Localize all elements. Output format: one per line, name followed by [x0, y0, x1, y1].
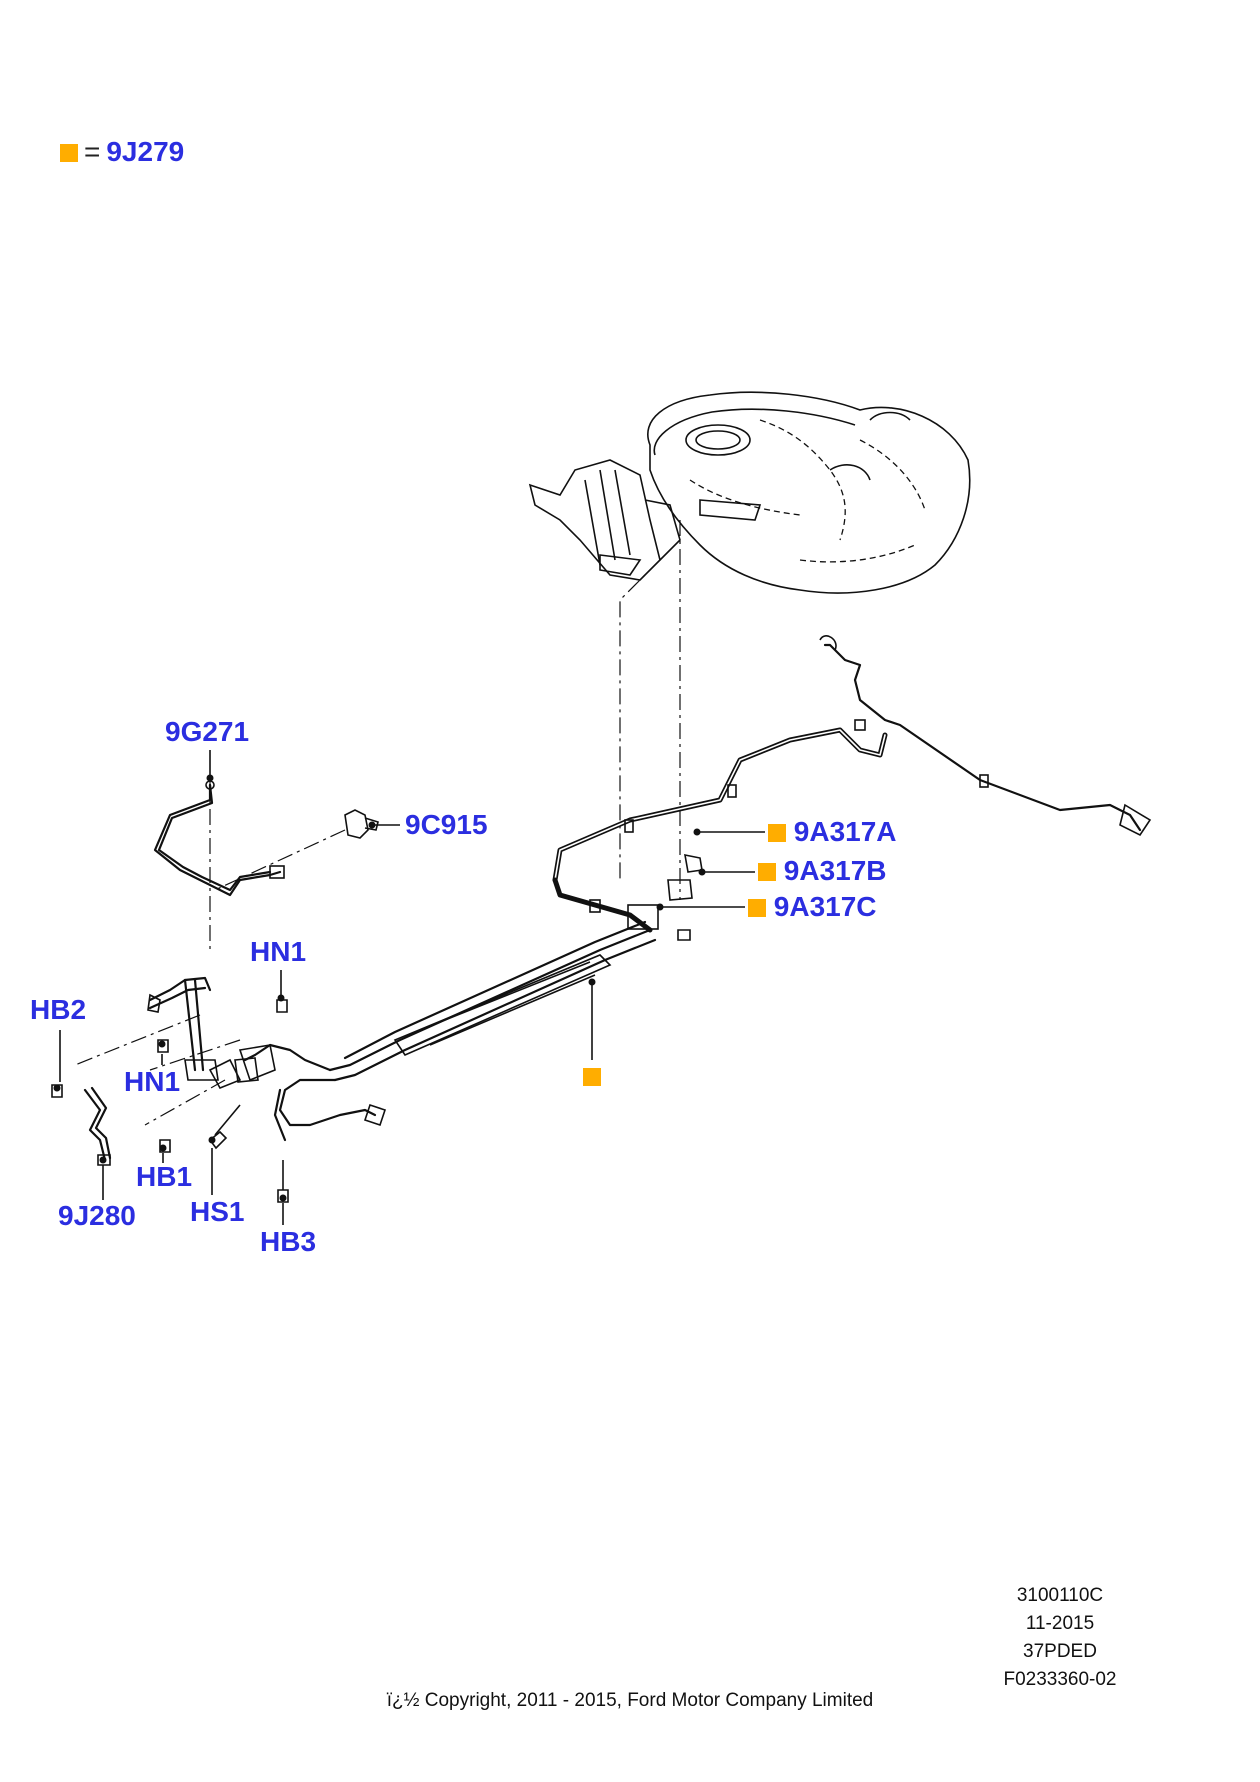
- legend: =9J279: [60, 138, 184, 166]
- callout-hb1: HB1: [136, 1161, 193, 1192]
- callout-9j280: 9J280: [58, 1200, 136, 1231]
- callout-9a317a-label: 9A317A: [793, 816, 897, 847]
- callout-hb2: HB2: [30, 994, 87, 1025]
- callout-9c915: 9C915: [405, 809, 488, 840]
- copyright-notice: ï¿½ Copyright, 2011 - 2015, Ford Motor C…: [386, 1690, 874, 1711]
- callout-9a317b: 9A317B: [758, 857, 887, 885]
- fuel-tank-illustration: [528, 391, 971, 594]
- callout-9a317c: 9A317C: [748, 893, 877, 921]
- left-side-components: [51, 780, 379, 1203]
- orange-square-marker: [758, 863, 776, 881]
- orange-square-marker: [768, 824, 786, 842]
- callout-9g271: 9G271: [165, 716, 250, 747]
- orange-square-marker: [60, 144, 78, 162]
- callout-hb3: HB3: [260, 1226, 317, 1257]
- orange-square-marker: [748, 899, 766, 917]
- callout-hn1-top: HN1: [250, 936, 307, 967]
- callout-9a317c-label: 9A317C: [773, 891, 877, 922]
- callout-9a317a: 9A317A: [768, 818, 897, 846]
- reference-model: 37PDED: [1023, 1641, 1097, 1662]
- reference-code: 3100110C: [1016, 1585, 1104, 1606]
- callout-hs1: HS1: [190, 1196, 245, 1227]
- callout-hn1-mid: HN1: [124, 1066, 181, 1097]
- callout-9a317b-label: 9A317B: [783, 855, 887, 886]
- legend-equals: =: [84, 136, 101, 167]
- legend-code: 9J279: [106, 136, 185, 167]
- diagram-reference-block: 3100110C 11-2015 37PDED F0233360-02: [960, 1582, 1160, 1694]
- orange-square-marker: [583, 1068, 601, 1086]
- reference-figure-id: F0233360-02: [1003, 1669, 1117, 1690]
- main-fuel-line-assembly: [208, 635, 1152, 1142]
- callout-leaders: [53, 750, 765, 1225]
- reference-date: 11-2015: [1025, 1613, 1095, 1634]
